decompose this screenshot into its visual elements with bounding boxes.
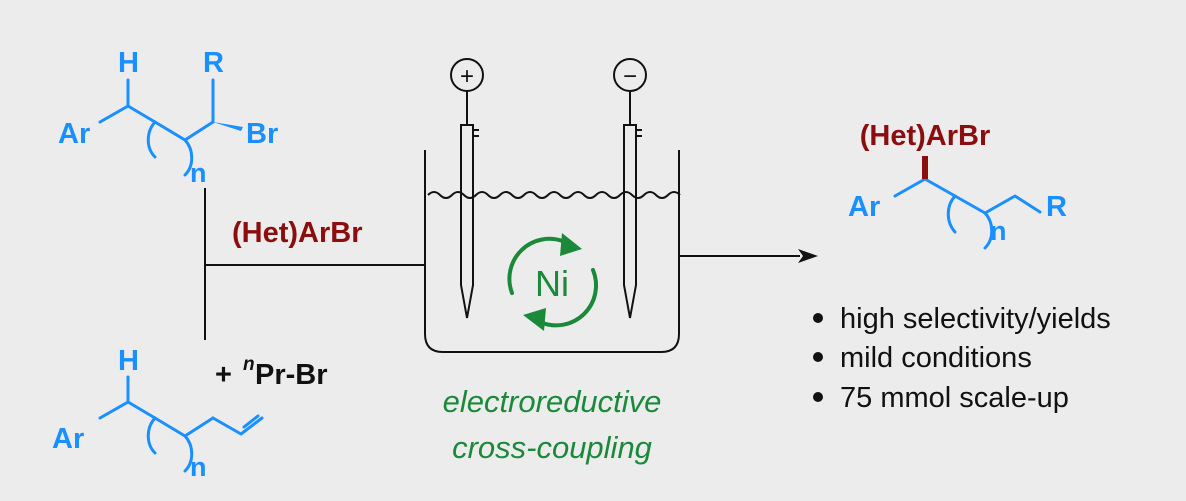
label-ar-top: Ar: [58, 118, 90, 150]
cycle-arc-upper: [507, 236, 567, 295]
solution-surface: [427, 191, 681, 199]
product-ar: Ar: [848, 191, 880, 223]
reaction-arrow-head: [798, 249, 818, 263]
cycle-arc-lower: [538, 268, 599, 328]
substrate-alkyl-bromide: [98, 78, 215, 177]
bullet-dot: [813, 313, 823, 323]
bond-chain-bottom: [98, 400, 157, 420]
feature-item: mild conditions: [840, 342, 1032, 374]
label-ar-bottom: Ar: [52, 423, 84, 455]
label-n-bottom: n: [190, 452, 207, 482]
reagent-n-superscript: n: [243, 354, 255, 375]
cathode-symbol: −: [623, 63, 637, 90]
bond-chain: [98, 104, 157, 124]
label-n-top: n: [190, 158, 207, 188]
bond-repeat-bottom: [153, 416, 215, 438]
electrochemical-cell: [424, 58, 681, 353]
cycle-arrowhead-upper: [560, 233, 582, 256]
catalytic-cycle: [507, 236, 599, 328]
bond-vinyl: [211, 416, 264, 436]
reagent-plus: +: [215, 359, 232, 391]
reagent-prbr: Pr-Br: [255, 359, 328, 391]
feature-item: 75 mmol scale-up: [840, 382, 1069, 414]
bracket-right-bottom: [183, 434, 194, 473]
label-r-top: R: [203, 47, 224, 79]
feature-item: high selectivity/yields: [840, 303, 1111, 335]
process-line-2: cross-coupling: [452, 430, 652, 465]
product-n: n: [990, 216, 1007, 246]
product-bracket-right: [983, 211, 994, 250]
product-bond-repeat: [953, 194, 1042, 215]
bracket-right: [183, 138, 194, 177]
substrate-alkene: [98, 375, 264, 473]
cycle-arrowhead-lower: [523, 308, 546, 331]
bullet-dot: [813, 352, 823, 362]
label-h-bottom: H: [118, 345, 139, 377]
anode-symbol: +: [460, 63, 474, 90]
bond-repeat: [153, 120, 215, 142]
anode-electrode: [460, 124, 474, 319]
product-bracket-left: [946, 194, 957, 234]
beaker: [424, 150, 680, 353]
connector: [204, 188, 425, 340]
label-h-top: H: [118, 47, 139, 79]
product-structure: [893, 177, 1042, 250]
label-br-top: Br: [246, 118, 278, 150]
cathode-electrode: [623, 124, 637, 319]
wedge-bond: [213, 122, 243, 131]
product-arbr: (Het)ArBr: [860, 120, 991, 152]
reagent-arbr: (Het)ArBr: [232, 217, 363, 249]
bullet-dot: [813, 392, 823, 402]
product-r: R: [1046, 191, 1067, 223]
bracket-left-bottom: [146, 416, 157, 455]
feature-list: high selectivity/yields mild conditions …: [813, 303, 1111, 414]
product-bond-chain: [893, 177, 957, 198]
process-line-1: electroreductive: [443, 384, 662, 419]
catalyst-label: Ni: [535, 263, 569, 304]
bracket-left: [146, 120, 157, 159]
bond-double: [242, 414, 260, 429]
